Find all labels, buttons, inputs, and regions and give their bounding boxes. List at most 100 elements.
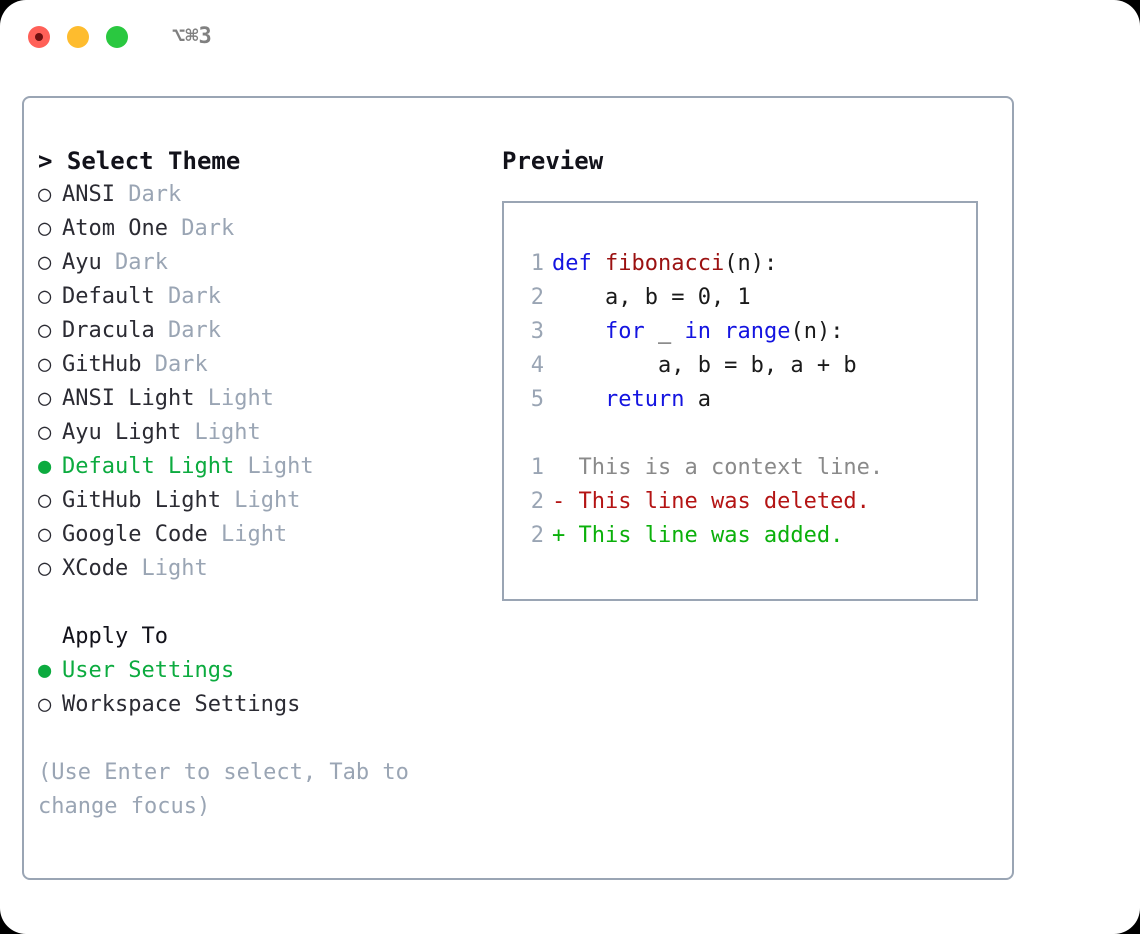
theme-option-default-dark[interactable]: ○Default Dark [38, 280, 488, 314]
theme-option-suffix: Light [194, 420, 261, 445]
theme-option-github-light[interactable]: ○ GitHub Light Light [38, 484, 488, 518]
diff-text: This is a context line. [578, 455, 884, 480]
code-token: a, b = 0, 1 [552, 285, 751, 310]
code-token: a [684, 387, 711, 412]
select-theme-header: > Select Theme [38, 144, 488, 178]
traffic-lights [28, 26, 128, 48]
diff-line-deleted: 2- This line was deleted. [516, 485, 970, 519]
radio-unselected-icon: ○ [38, 488, 52, 513]
theme-option-ansi-dark[interactable]: ○ANSI Dark [38, 178, 488, 212]
theme-option-github-dark[interactable]: ○GitHub Dark [38, 348, 488, 382]
theme-option-xcode[interactable]: ○ XCode Light [38, 552, 488, 586]
theme-option-suffix: Light [234, 488, 301, 513]
code-token: in [684, 319, 711, 344]
radio-unselected-icon: ○ [38, 692, 52, 717]
line-number: 1 [530, 251, 544, 276]
theme-option-suffix: Dark [128, 182, 182, 207]
radio-unselected-icon: ○ [38, 386, 52, 411]
theme-option-label: Dracula [62, 318, 155, 343]
code-token [552, 319, 605, 344]
radio-selected-icon: ● [38, 454, 52, 479]
theme-option-label: Google Code [62, 522, 208, 547]
theme-option-suffix: Light [247, 454, 314, 479]
diff-sign [552, 455, 565, 480]
theme-option-suffix: Light [207, 386, 274, 411]
line-number: 2 [530, 523, 544, 548]
theme-option-ayu-dark[interactable]: ○ Ayu Dark [38, 246, 488, 280]
diff-text: This line was added. [578, 523, 844, 548]
minimize-window-button[interactable] [67, 26, 89, 48]
apply-to-workspace-settings[interactable]: ○ Workspace Settings [38, 688, 488, 722]
code-line: 3 for _ in range(n): [516, 315, 970, 349]
theme-option-label: Atom One [62, 216, 168, 241]
apply-to-header: Apply To [62, 624, 168, 649]
theme-option-ayu-light[interactable]: ○Ayu Light Light [38, 416, 488, 450]
code-line: 4 a, b = b, a + b [516, 349, 970, 383]
theme-option-suffix: Dark [115, 250, 168, 275]
close-window-button[interactable] [28, 26, 50, 48]
code-token: (n): [790, 319, 844, 344]
diff-text: This line was deleted. [578, 489, 870, 514]
theme-option-suffix: Dark [167, 318, 221, 343]
line-number: 2 [530, 489, 544, 514]
code-token: fibonacci [604, 251, 725, 276]
theme-option-suffix: Dark [154, 352, 208, 377]
diff-sign: - [552, 489, 566, 514]
keyboard-shortcut-label: ⌥⌘3 [172, 24, 212, 49]
radio-unselected-icon: ○ [38, 352, 52, 377]
code-token [711, 319, 724, 344]
apply-to-label: Workspace Settings [62, 692, 301, 717]
title-bar: ⌥⌘3 [0, 0, 1140, 76]
radio-unselected-icon: ○ [38, 318, 52, 343]
code-token: (n): [724, 251, 778, 276]
apply-to-user-settings[interactable]: ●User Settings [38, 654, 488, 688]
diff-sign: + [552, 523, 566, 548]
diff-line-context: 1 This is a context line. [516, 451, 970, 485]
apply-to-label: User Settings [62, 658, 235, 683]
keyboard-hint-text: (Use Enter to select, Tab to change focu… [38, 760, 423, 819]
preview-title: Preview [502, 147, 604, 175]
theme-option-label: XCode [62, 556, 129, 581]
code-token: for [604, 319, 645, 344]
code-token [552, 387, 605, 412]
select-theme-header-label: Select Theme [66, 147, 241, 175]
caret-prompt-icon: > [38, 147, 53, 175]
theme-option-suffix: Light [141, 556, 208, 581]
code-line: 2 a, b = 0, 1 [516, 281, 970, 315]
radio-unselected-icon: ○ [38, 250, 52, 275]
theme-option-label: Default [62, 284, 155, 309]
radio-unselected-icon: ○ [38, 556, 52, 581]
diff-line-added: 2 + This line was added. [516, 519, 970, 553]
radio-unselected-icon: ○ [38, 522, 52, 547]
code-token: a, b = b, a + b [552, 353, 857, 378]
code-blank-line [516, 417, 970, 451]
list-gap [38, 586, 488, 620]
radio-unselected-icon: ○ [38, 216, 52, 241]
theme-option-label: ANSI Light [62, 386, 195, 411]
theme-option-google-code[interactable]: ○ Google Code Light [38, 518, 488, 552]
maximize-window-button[interactable] [106, 26, 128, 48]
code-line: 5 return a [516, 383, 970, 417]
theme-option-suffix: Dark [167, 284, 221, 309]
theme-option-ansi-light[interactable]: ○ ANSI Light Light [38, 382, 488, 416]
code-line: 1 def fibonacci(n): [516, 247, 970, 281]
theme-option-label: Ayu [62, 250, 102, 275]
theme-option-atom-one-dark[interactable]: ○ Atom One Dark [38, 212, 488, 246]
code-token: range [724, 319, 791, 344]
theme-option-dracula-dark[interactable]: ○ Dracula Dark [38, 314, 488, 348]
theme-option-suffix: Light [220, 522, 288, 547]
theme-selection-panel: > Select Theme ○ANSI Dark ○Atom One Dark… [38, 144, 488, 824]
theme-option-label: Default Light [62, 454, 235, 479]
line-number: 4 [530, 353, 544, 378]
line-number: 1 [530, 455, 544, 480]
theme-option-label: ANSI [62, 182, 115, 207]
theme-option-label: GitHub Light [62, 488, 221, 513]
theme-option-default-light[interactable]: ● Default Light Light [38, 450, 488, 484]
code-token: def [552, 251, 605, 276]
theme-option-suffix: Dark [181, 216, 235, 241]
code-token: return [604, 387, 685, 412]
